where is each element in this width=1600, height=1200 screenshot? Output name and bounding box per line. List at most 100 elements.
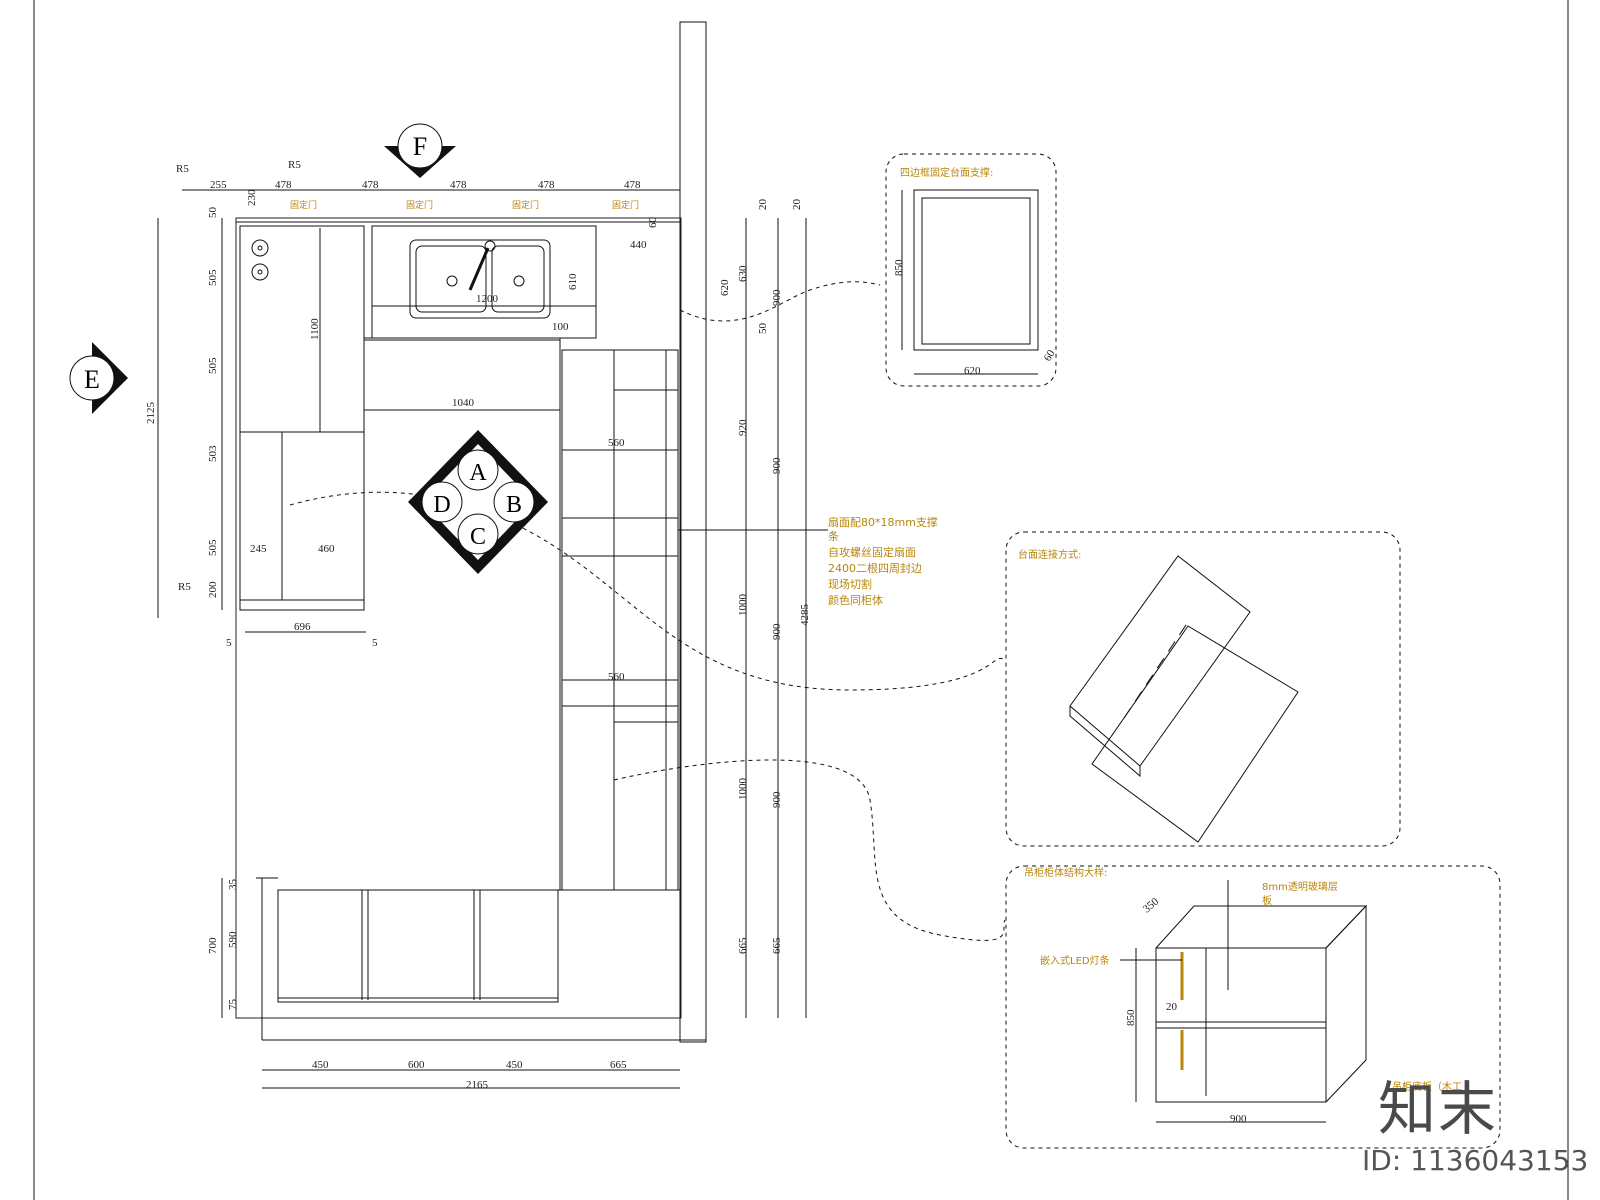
detail1-dim-620: 620 [964, 365, 981, 377]
support-note: 扇面配80*18mm支撑 条 自攻螺丝固定扇面 2400二根四周封边 现场切割 … [828, 515, 938, 607]
bl-dim-590: 590 [227, 931, 239, 948]
detail3-dim-850: 850 [1125, 1009, 1137, 1026]
right-dim-total: 4285 [799, 604, 811, 627]
outlet-2-dot-icon [257, 269, 263, 275]
note-line-5: 现场切割 [828, 577, 872, 591]
detail3-title: 吊柜柜体结构大样: [1024, 866, 1107, 879]
faucet-icon [468, 247, 490, 291]
marker-A-label: A [469, 460, 487, 486]
left-dim-505-3: 505 [207, 539, 219, 556]
drain-left-icon [446, 275, 458, 287]
outlet-1-icon [251, 239, 269, 257]
top-dim-255: 255 [210, 179, 227, 191]
dim-1200: 1200 [476, 293, 499, 305]
marker-E-label: E [84, 365, 100, 394]
wall-cabinet-side [1325, 904, 1367, 1103]
detail3-led-label: 嵌入式LED灯条 [1040, 954, 1110, 967]
dim-5-left: 5 [226, 637, 232, 649]
dim-1100: 1100 [309, 318, 321, 340]
dim-440: 440 [630, 239, 647, 251]
detail-box-1 [885, 153, 1057, 387]
marker-C-label: C [470, 524, 486, 550]
right-dim-20: 20 [757, 199, 769, 211]
outlet-1-dot-icon [257, 245, 263, 251]
countertop-slab-top-edge [1069, 706, 1141, 778]
watermark-logo: 知末 [1378, 1075, 1499, 1143]
right-dim-920: 920 [737, 419, 749, 436]
top-dim-478-1: 478 [275, 179, 292, 191]
top-dim-230: 230 [246, 189, 258, 206]
note-line-3: 自攻螺丝固定扇面 [828, 545, 916, 559]
outlet-2-icon [251, 263, 269, 281]
left-dim-50: 50 [207, 207, 219, 219]
right-dim-665-1: 665 [737, 937, 749, 954]
bottom-dim-665: 665 [610, 1059, 627, 1071]
detail-box-3 [1005, 865, 1501, 1149]
wall-cabinet-top [1155, 905, 1368, 949]
detail3-dim-350: 350 [1141, 895, 1162, 915]
countertop-slab-top [1069, 555, 1251, 767]
bottom-cabinets [277, 889, 559, 1003]
callout-curve-3 [613, 759, 1006, 941]
dim-696: 696 [294, 621, 311, 633]
note-line-6: 颜色同柜体 [828, 593, 883, 607]
faucet-head-icon [484, 240, 496, 252]
marker-F: F [384, 123, 456, 178]
fixed-label-1: 固定门 [290, 199, 317, 211]
wall-cabinet-front [1155, 947, 1327, 1103]
fixed-label-2: 固定门 [406, 199, 433, 211]
r5-label-3: R5 [178, 581, 191, 593]
top-dim-478-3: 478 [450, 179, 467, 191]
dim-560-1: 560 [608, 437, 625, 449]
detail1-dim-60: 60 [1042, 348, 1058, 364]
bottom-dim-450-2: 450 [506, 1059, 523, 1071]
support-frame-outer [913, 189, 1039, 351]
detail3-dim-20: 20 [1166, 1001, 1178, 1013]
r5-label-2: R5 [288, 159, 301, 171]
bottom-dim-total: 2165 [466, 1079, 489, 1091]
right-dim-50: 50 [757, 323, 769, 335]
left-dim-505-2: 505 [207, 357, 219, 374]
bl-dim-75: 75 [227, 999, 239, 1011]
right2-dim-900-1: 900 [771, 289, 783, 306]
countertop-slab-bottom [1091, 625, 1299, 843]
detail1-dim-850: 850 [893, 259, 905, 276]
marker-F-label: F [413, 132, 427, 161]
top-dim-478-5: 478 [624, 179, 641, 191]
detail1-title: 四边框固定台面支撑: [900, 166, 993, 179]
drain-right-icon [513, 275, 525, 287]
dim-560-2: 560 [608, 671, 625, 683]
detail3-glass-label: 8mm透明玻璃层 [1262, 880, 1338, 893]
fixed-label-3: 固定门 [512, 199, 539, 211]
support-frame-inner [921, 197, 1031, 345]
top-dim-478-2: 478 [362, 179, 379, 191]
sink-bowl-right [491, 245, 545, 313]
detail2-title: 台面连接方式: [1018, 548, 1081, 561]
right2-dim-900-4: 900 [771, 791, 783, 808]
detail3-bottom-label: 吊柜底板（木工 [1392, 1080, 1462, 1093]
island-top-edge [363, 337, 561, 341]
image-id: ID: 1136043153 [1362, 1144, 1589, 1177]
dim-1040: 1040 [452, 397, 475, 409]
left-dim-200: 200 [207, 581, 219, 598]
top-dim-478-4: 478 [538, 179, 555, 191]
sink-bowl-left [415, 245, 487, 313]
right2-dim-900-3: 900 [771, 623, 783, 640]
bl-dim-700: 700 [207, 937, 219, 954]
dim-245: 245 [250, 543, 267, 555]
left-dim-503: 503 [207, 445, 219, 462]
bottom-dim-600: 600 [408, 1059, 425, 1071]
marker-D-label: D [433, 492, 450, 518]
note-line-2: 条 [828, 529, 839, 543]
marker-E: E [69, 342, 128, 414]
right-dim-1000-2: 1000 [737, 778, 749, 801]
right-dim-1000-1: 1000 [737, 594, 749, 617]
r5-label-1: R5 [176, 163, 189, 175]
marker-B-label: B [506, 492, 522, 518]
detail3-glass-label-2: 板 [1262, 894, 1272, 907]
right-dim-620: 620 [719, 279, 731, 296]
plan-outline [235, 217, 682, 1019]
sink [409, 239, 551, 319]
bl-dim-35: 35 [227, 879, 239, 891]
callout-curve-1 [679, 281, 881, 322]
